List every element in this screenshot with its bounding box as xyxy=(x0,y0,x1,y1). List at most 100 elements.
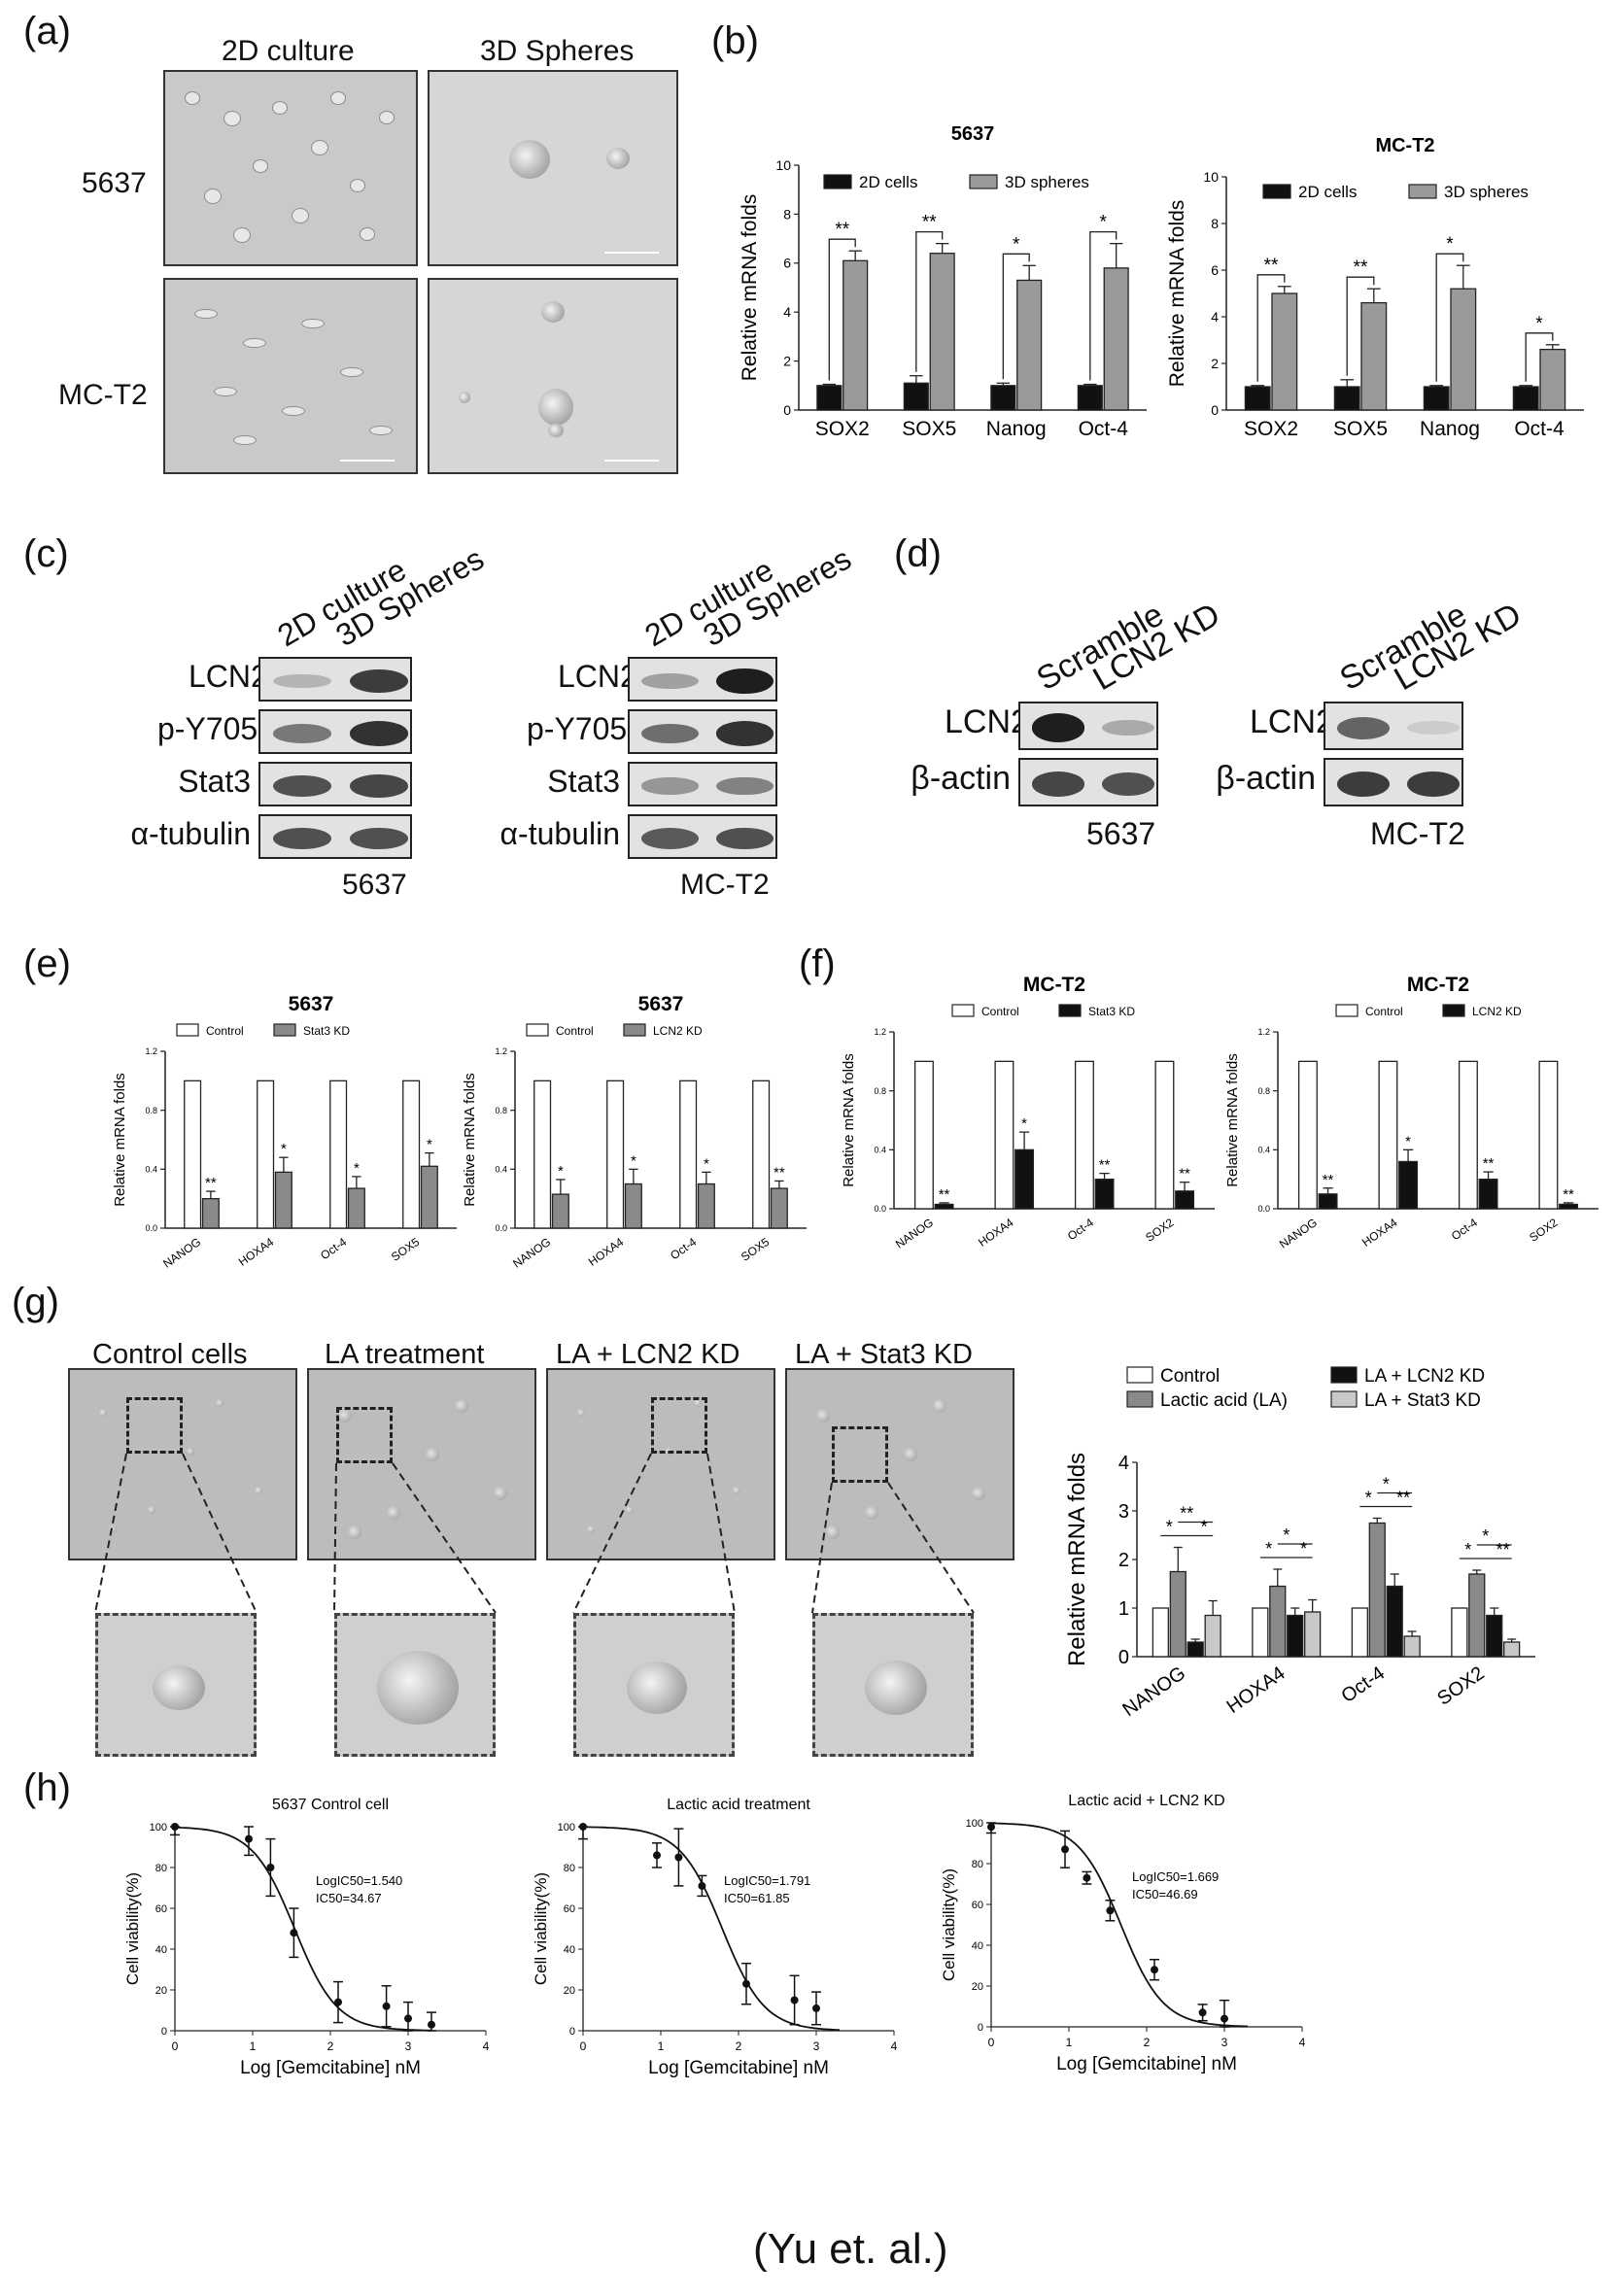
panel-a-row-5637: 5637 xyxy=(82,167,147,199)
significance-mark: ** xyxy=(1323,1172,1334,1188)
bar xyxy=(1333,386,1360,411)
y-tick-label: 0.0 xyxy=(874,1204,886,1214)
x-tick-label: SOX5 xyxy=(389,1235,423,1264)
x-tick-label: 4 xyxy=(1299,2036,1306,2049)
sphere xyxy=(577,1409,585,1417)
zoom-connector xyxy=(811,1482,975,1614)
data-point xyxy=(1106,1906,1115,1915)
blot-band xyxy=(272,673,331,689)
panel-label-h: (h) xyxy=(23,1766,71,1809)
data-point xyxy=(812,2004,820,2012)
y-tick-label: 2 xyxy=(1118,1550,1129,1571)
bar xyxy=(1186,1641,1204,1658)
y-tick-label: 2 xyxy=(1211,356,1219,371)
x-tick-label: HOXA4 xyxy=(976,1216,1016,1250)
legend-swatch xyxy=(1442,1004,1465,1017)
blot-band xyxy=(716,776,774,796)
bar xyxy=(934,1203,954,1210)
y-axis-label: Cell viability(%) xyxy=(940,1868,958,1981)
x-tick-label: NANOG xyxy=(160,1235,203,1271)
zoom-connector-line xyxy=(333,1462,337,1614)
bar xyxy=(1271,292,1298,411)
y-tick-label: 1.2 xyxy=(495,1046,507,1056)
x-tick-label: SOX2 xyxy=(1244,418,1298,440)
significance-bracket xyxy=(1089,230,1117,381)
legend-swatch xyxy=(969,174,998,189)
legend-label: 3D spheres xyxy=(1444,183,1529,201)
sphere xyxy=(426,1448,439,1461)
sphere xyxy=(187,1448,194,1456)
blot-band xyxy=(641,777,699,795)
blot-band xyxy=(641,828,699,849)
bar xyxy=(1360,301,1388,411)
bar xyxy=(770,1187,788,1229)
sphere xyxy=(348,1525,361,1539)
panel-label-b: (b) xyxy=(711,19,759,62)
legend-swatch xyxy=(526,1023,549,1037)
sphere xyxy=(587,1525,595,1533)
y-tick-label: 0.4 xyxy=(874,1145,886,1154)
blot-row-label: LCN2 xyxy=(945,703,1029,740)
blot-band xyxy=(1101,719,1155,737)
x-tick-label: SOX2 xyxy=(1433,1662,1488,1710)
chart-title: MC-T2 xyxy=(1023,974,1085,996)
y-axis-label: Relative mRNA folds xyxy=(1224,1053,1241,1187)
blot-band xyxy=(272,827,331,850)
data-point xyxy=(1198,2008,1207,2017)
blot-band xyxy=(1406,771,1461,798)
panel-label-f: (f) xyxy=(799,942,836,985)
y-tick-label: 3 xyxy=(1118,1501,1129,1523)
significance-mark: ** xyxy=(939,1186,950,1203)
y-tick-label: 1.2 xyxy=(874,1027,886,1037)
panel-label-a: (a) xyxy=(23,10,71,52)
chart-title: MC-T2 xyxy=(1375,135,1434,156)
panel-a-col-2d: 2D culture xyxy=(222,35,355,67)
significance-mark: ** xyxy=(1179,1166,1190,1182)
significance-mark: ** xyxy=(1354,257,1368,278)
panel-a-col-3d: 3D Spheres xyxy=(480,35,635,67)
bar xyxy=(1386,1585,1403,1658)
y-tick-label: 8 xyxy=(783,206,791,222)
chart-title: 5637 xyxy=(638,993,684,1015)
x-tick-label: SOX2 xyxy=(815,418,870,440)
bar xyxy=(624,1182,642,1229)
legend-swatch xyxy=(1126,1390,1153,1408)
zoom-connector-line xyxy=(392,1462,497,1614)
sphere-zoomed xyxy=(153,1665,205,1710)
significance-mark: * xyxy=(1201,1518,1208,1537)
bar xyxy=(994,1060,1014,1210)
significance-bracket xyxy=(1435,253,1464,382)
bar xyxy=(274,1171,292,1229)
bar xyxy=(1559,1203,1579,1210)
panel-label-c: (c) xyxy=(23,532,69,575)
sphere-zoomed xyxy=(627,1662,687,1714)
zoom-region-box xyxy=(336,1407,393,1463)
legend-swatch xyxy=(1262,184,1291,199)
x-tick-label: SOX5 xyxy=(739,1235,773,1264)
bar xyxy=(1074,1060,1094,1210)
x-tick-label: Oct-4 xyxy=(1065,1216,1096,1243)
fit-curve xyxy=(174,1826,432,2032)
y-tick-label: 40 xyxy=(155,1944,167,1956)
sphere-micrograph xyxy=(546,1368,775,1560)
bar xyxy=(752,1079,771,1229)
bar xyxy=(1539,348,1566,411)
y-tick-label: 0 xyxy=(978,2022,983,2034)
panel-g-label-4: LA + Stat3 KD xyxy=(795,1339,973,1370)
x-tick-label: SOX2 xyxy=(1143,1216,1177,1245)
legend-label: 3D spheres xyxy=(1005,173,1089,191)
sphere-zoomed xyxy=(377,1651,459,1725)
bar xyxy=(697,1182,715,1229)
significance-mark: * xyxy=(1300,1539,1307,1559)
bar xyxy=(1304,1611,1322,1658)
sphere xyxy=(865,1506,878,1520)
x-tick-label: 1 xyxy=(1066,2036,1073,2049)
legend-swatch xyxy=(1330,1366,1358,1384)
zoom-connector-line xyxy=(887,1482,975,1614)
bar xyxy=(1014,1148,1035,1210)
zoom-connector-line xyxy=(572,1453,652,1614)
data-point xyxy=(698,1881,706,1890)
sphere xyxy=(816,1409,830,1422)
zoom-connector xyxy=(333,1462,497,1614)
